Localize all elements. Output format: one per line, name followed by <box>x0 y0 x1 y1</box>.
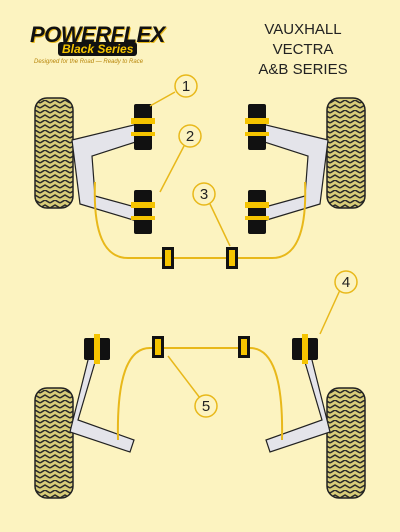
callout-4-label: 4 <box>342 274 350 291</box>
title-model: VECTRA <box>272 41 334 58</box>
rear-anti-roll-bar <box>116 347 284 441</box>
rear-left-wheel <box>34 387 74 499</box>
front-left-wheel <box>34 97 74 209</box>
rear-right-link-bush <box>292 334 318 364</box>
front-right-upper-bush <box>245 104 269 150</box>
callout-1: 1 <box>149 74 198 107</box>
callout-5: 5 <box>167 355 218 418</box>
rear-right-link <box>265 351 331 453</box>
front-right-lower-bush <box>245 190 269 234</box>
front-arb-bush-left <box>162 247 174 269</box>
callout-3-label: 3 <box>200 186 208 203</box>
title-make: VAUXHALL <box>264 21 342 38</box>
vehicle-title: VAUXHALL VECTRA A&B SERIES <box>228 20 378 80</box>
rear-left-link-bush <box>84 334 110 364</box>
callout-4: 4 <box>319 270 358 335</box>
logo-series: Black Series <box>58 42 138 56</box>
rear-left-link <box>69 351 135 453</box>
front-left-upper-bush <box>131 104 155 150</box>
callout-3: 3 <box>192 182 231 247</box>
rear-arb-bush-right <box>238 336 250 358</box>
powerflex-logo: POWERFLEX Black Series Designed for the … <box>28 18 165 65</box>
rear-right-wheel <box>326 387 366 499</box>
front-arb-bush-right <box>226 247 238 269</box>
title-series: A&B SERIES <box>258 61 348 78</box>
front-right-wheel <box>326 97 366 209</box>
rear-arb-bush-left <box>152 336 164 358</box>
logo-tagline: Designed for the Road — Ready to Race <box>34 59 144 65</box>
front-left-lower-bush <box>131 190 155 234</box>
callout-2: 2 <box>159 124 202 193</box>
callout-2-label: 2 <box>186 128 194 145</box>
callout-1-label: 1 <box>182 78 190 95</box>
callout-5-label: 5 <box>202 398 210 415</box>
front-anti-roll-bar <box>93 181 307 259</box>
